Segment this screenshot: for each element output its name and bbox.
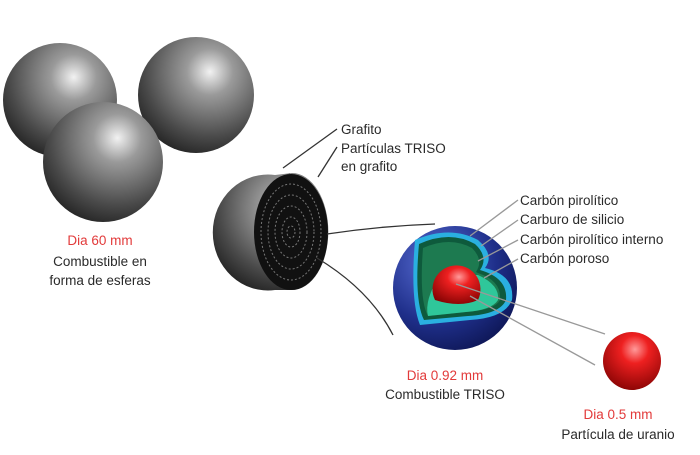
sphere-right — [138, 37, 254, 153]
layer-pyc: Carbón pirolítico — [520, 193, 618, 208]
spheres-label-2: forma de esferas — [49, 273, 151, 288]
uranium-particle — [603, 332, 661, 390]
sphere-front — [43, 102, 163, 222]
label-grafito: Grafito — [341, 122, 382, 137]
layer-buffer: Carbón poroso — [520, 251, 609, 266]
spheres-label-1: Combustible en — [53, 254, 147, 269]
triso-diameter: Dia 0.92 mm — [407, 368, 484, 383]
triso-name: Combustible TRISO — [385, 387, 505, 402]
layer-sic: Carburo de silicio — [520, 212, 624, 227]
cut-face — [254, 174, 328, 290]
spheres-diameter: Dia 60 mm — [67, 233, 132, 248]
cut-pebble — [212, 173, 329, 291]
label-particulas: Partículas TRISO — [341, 141, 446, 156]
layer-ipyc: Carbón pirolítico interno — [520, 232, 663, 247]
triso-particle — [393, 226, 517, 350]
label-en-grafito: en grafito — [341, 159, 397, 174]
fuel-spheres — [3, 37, 254, 222]
uranium-diameter: Dia 0.5 mm — [583, 407, 652, 422]
uranium-name: Partícula de uranio — [561, 427, 674, 442]
